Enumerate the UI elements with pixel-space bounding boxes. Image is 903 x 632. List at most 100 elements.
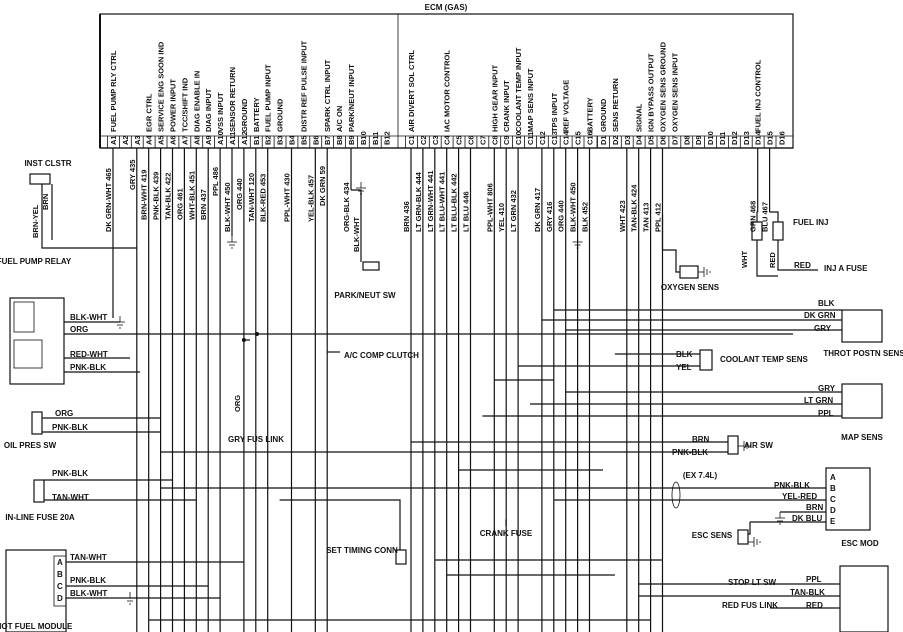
map-sens-box (841, 383, 883, 419)
ecm-function-label: VSS INPUT (216, 92, 225, 132)
wire-blk-wht-label: BLK-WHT (70, 589, 107, 598)
ecm-function-label: TPS INPUT (550, 92, 559, 132)
circuit-label: BRN 437 (199, 189, 208, 220)
wire-pnk-blk-label: PNK-BLK (774, 481, 810, 490)
wire-red-h-label: RED (794, 261, 811, 270)
hot-fuel-connector (53, 555, 67, 607)
wire-lt-grn-label: LT GRN (804, 396, 833, 405)
coolant-temp-sens-box (699, 349, 713, 371)
set-timing-conn-label: SET TIMING CONN (326, 546, 398, 555)
ecm-function-label: MAP SENS INPUT (526, 68, 535, 132)
ecm-function-label: IGN BYPASS OUTPUT (647, 53, 656, 132)
ecm-function-label: FUEL INJ CONTROL (754, 59, 763, 132)
pin-d9: D9 (694, 135, 703, 145)
ecm-function-label: HIGH GEAR INPUT (490, 64, 499, 132)
ecm-function-label: DIAG ENABLE IN (192, 71, 201, 132)
ecm-function-label: TCC/SHIFT IND (180, 77, 189, 132)
wire-wht-label: WHT (740, 251, 749, 268)
connector-letter-a: A (57, 558, 63, 567)
wire-park-neut (351, 189, 362, 262)
pin-d10: D10 (706, 131, 715, 145)
ecm-function-label: GROUND (276, 98, 285, 132)
pin-c2: C2 (419, 135, 428, 145)
wire-ppl-label: PPL (818, 409, 834, 418)
ecm-function-label: BATTERY (586, 97, 595, 132)
coolant-temp-sens-label: COOLANT TEMP SENS (720, 355, 809, 364)
pin-b9: B9 (347, 135, 356, 145)
air-sw-box (727, 435, 739, 455)
ecm-function-label: SPARK CTRL INPUT (323, 59, 332, 132)
wire-blk-wht-label: BLK-WHT (70, 313, 107, 322)
ex-74l-label: (EX 7.4L) (683, 471, 718, 480)
wire-inj-red (777, 240, 818, 271)
ecm-function-label: SENSOR RETURN (228, 67, 237, 132)
wire-tan-wht-label: TAN-WHT (70, 553, 107, 562)
wire-brn-yel (41, 184, 137, 249)
pin-c7: C7 (478, 135, 487, 145)
circuit-label: LT BLU 446 (462, 191, 471, 232)
wire-org-label: ORG (70, 325, 88, 334)
wire-tan-blk-label: TAN-BLK (790, 588, 825, 597)
red-fus-link-label: RED FUS LINK (722, 601, 778, 610)
ecm-function-label: FUEL PUMP RLY CTRL (109, 50, 118, 132)
circuit-label: DK GRN 417 (533, 188, 542, 232)
oil-pres-switch (31, 411, 43, 435)
esc-mod-label: ESC MOD (841, 539, 879, 548)
wire-brn-label: BRN (806, 503, 824, 512)
wire-pnk-blk-label: PNK-BLK (52, 469, 88, 478)
air-sw-label: AIR SW (744, 441, 773, 450)
relay-coil (13, 301, 35, 333)
wire-dk-grn-label: DK GRN (804, 311, 836, 320)
circuit-label: BLK 452 (581, 202, 590, 232)
esc-letter-b: B (830, 484, 836, 493)
circuit-label: DK GRN-WHT 465 (104, 168, 113, 232)
pin-c1: C1 (407, 135, 416, 145)
splice-dot (241, 338, 246, 342)
circuit-label: BLK-WHT (352, 217, 361, 252)
wire-red-label: RED (768, 252, 777, 268)
map-sens-label: MAP SENS (841, 433, 883, 442)
pin-c8: C8 (490, 135, 499, 145)
pin-d13: D13 (742, 131, 751, 145)
connector-letter-d: D (57, 594, 63, 603)
esc-letter-c: C (830, 495, 836, 504)
circuit-label: GRN 468 (749, 201, 758, 232)
pin-b7: B7 (323, 135, 332, 145)
circuit-label: BLK-RED 453 (259, 174, 268, 222)
circuit-label: TAN-BLK 424 (630, 184, 639, 232)
wire-brn-label: BRN (692, 435, 710, 444)
circuit-label: PPL 412 (654, 203, 663, 232)
splice-dot (255, 332, 259, 336)
fuel-inj-label: FUEL INJ (793, 218, 828, 227)
crank-fuse-label: CRANK FUSE (480, 529, 533, 538)
oxygen-sensor (679, 265, 699, 279)
ecm-function-label: REF VOLTAGE (562, 80, 571, 132)
circuit-label: BRN-WHT 419 (140, 170, 149, 220)
pin-b10: B10 (359, 131, 368, 145)
wire-brn-yel-label: BRN-YEL (31, 204, 40, 238)
ecm-function-label: OXYGEN SENS INPUT (670, 52, 679, 132)
connector-letter-b: B (57, 570, 63, 579)
pin-b3: B3 (276, 135, 285, 145)
wire-ppl-label: PPL (806, 575, 822, 584)
wire-inj-blu (769, 211, 779, 222)
pin-c4: C4 (443, 135, 452, 145)
wire-red-label: RED (806, 601, 823, 610)
esc-mod-box (825, 467, 871, 531)
ecm-function-label: SIGNAL (635, 103, 644, 132)
pin-d5: D5 (647, 135, 656, 145)
ecm-function-label: IAC MOTOR CONTROL (443, 50, 452, 132)
pin-c6: C6 (467, 135, 476, 145)
wire-dk-blu-label: DK BLU (792, 514, 822, 523)
pin-a11: A11 (228, 132, 237, 145)
pin-a8: A8 (192, 135, 201, 145)
pin-b8: B8 (335, 135, 344, 145)
wire-timing (279, 499, 401, 550)
ecm-function-label: SENS RETURN (611, 78, 620, 132)
pin-d2: D2 (611, 135, 620, 145)
pin-d4: D4 (635, 135, 644, 145)
circuit-label: TAN 413 (642, 203, 651, 232)
pin-d7: D7 (670, 135, 679, 145)
pin-b4: B4 (288, 135, 297, 145)
pin-d12: D12 (730, 131, 739, 145)
